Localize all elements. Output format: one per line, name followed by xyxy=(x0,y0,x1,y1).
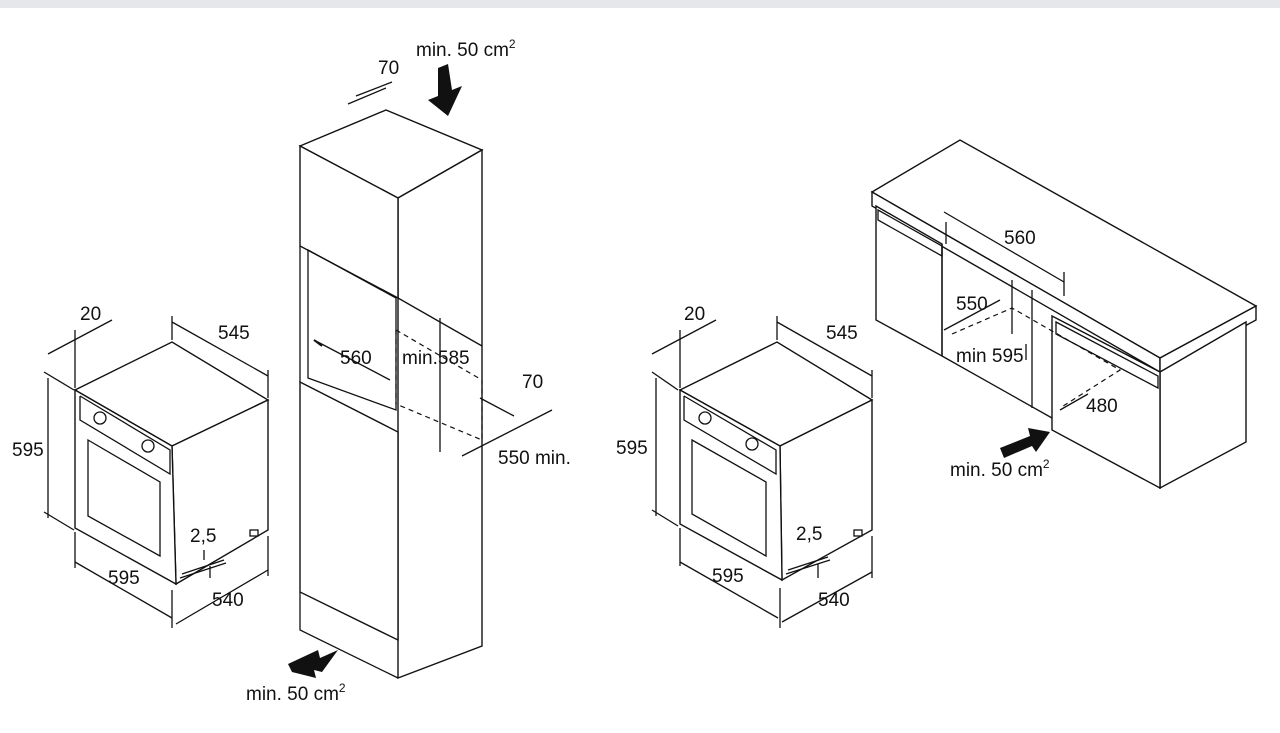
tall-rear-gap-top: 70 xyxy=(378,58,399,79)
undercounter-back-cutout: 480 xyxy=(1086,396,1118,417)
oven-left-door-window xyxy=(87,438,161,558)
undercounter-niche-depth: 550 xyxy=(956,294,988,315)
oven-left-knob-2 xyxy=(141,439,155,453)
oven-left-knob-1 xyxy=(93,411,107,425)
vent-bottom-arrow xyxy=(288,650,338,678)
vent-front-arrow xyxy=(1000,428,1050,458)
undercounter-niche-width: 560 xyxy=(1004,228,1036,249)
oven-right-height: 595 xyxy=(616,438,648,459)
tall-cabinet-lower-door xyxy=(299,380,399,642)
tall-niche-width: 560 xyxy=(340,348,372,369)
oven-left-panel-thickness: 20 xyxy=(80,304,101,325)
oven-right-knob-2 xyxy=(745,437,759,451)
oven-right-door-window xyxy=(691,438,767,558)
tall-vent-top: min. 50 cm2 xyxy=(416,37,516,61)
tall-vent-bottom: min. 50 cm2 xyxy=(246,681,346,705)
window-top-bar xyxy=(0,0,1280,8)
undercounter-right-door xyxy=(1051,314,1161,490)
undercounter-cabinet xyxy=(870,139,1258,490)
tall-cabinet xyxy=(298,81,553,680)
oven-right-width: 595 xyxy=(712,566,744,587)
tall-rear-gap: 70 xyxy=(522,372,543,393)
oven-right-depth-body: 540 xyxy=(818,590,850,611)
oven-left xyxy=(43,316,270,628)
oven-right-foot-gap: 2,5 xyxy=(796,524,822,545)
oven-right-front xyxy=(679,388,783,582)
undercounter-niche-height: min 595 xyxy=(956,346,1024,367)
vent-top-arrow xyxy=(428,64,462,116)
oven-right-panel-thickness: 20 xyxy=(684,304,705,325)
undercounter-vent-front: min. 50 cm2 xyxy=(950,457,1050,481)
oven-right-depth-top: 545 xyxy=(826,323,858,344)
tall-depth: 550 min. xyxy=(498,448,571,469)
tall-niche-height: min.585 xyxy=(402,348,470,369)
oven-left-depth-body: 540 xyxy=(212,590,244,611)
oven-right xyxy=(651,316,874,628)
oven-left-foot-gap: 2,5 xyxy=(190,526,216,547)
oven-left-control-panel xyxy=(79,395,171,476)
oven-left-width: 595 xyxy=(108,568,140,589)
oven-left-height: 595 xyxy=(12,440,44,461)
oven-right-knob-1 xyxy=(698,411,712,425)
oven-left-depth-top: 545 xyxy=(218,323,250,344)
